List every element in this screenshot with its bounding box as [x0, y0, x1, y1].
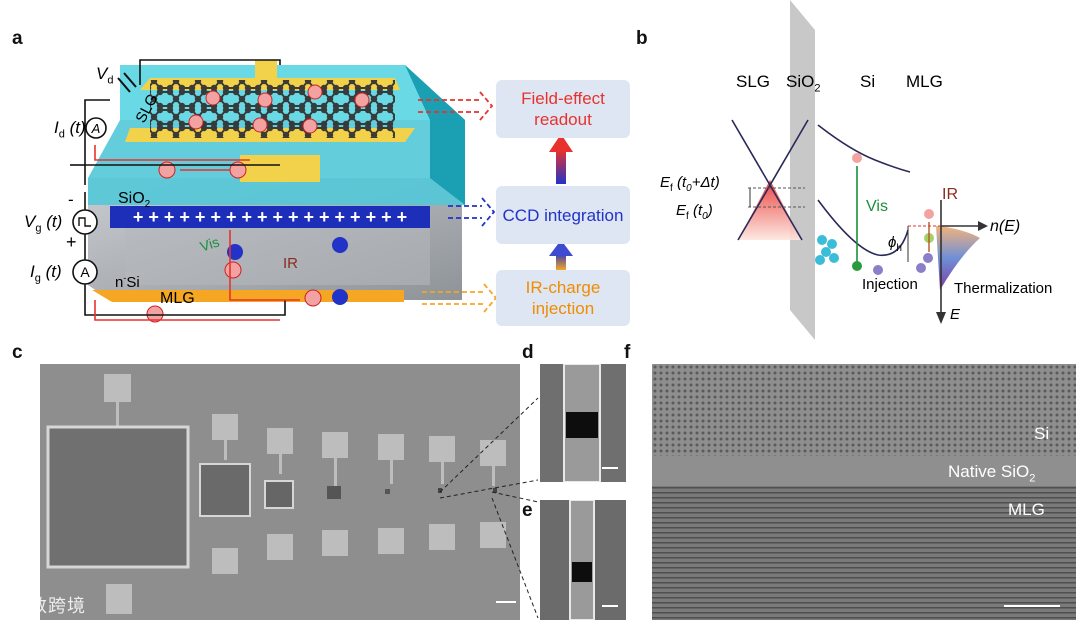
sem-image-zoom-e [540, 500, 626, 620]
tem-image [652, 364, 1076, 620]
panel-a-schematic: + + + + + + + + + + + + + + + + + + A A [70, 59, 573, 323]
label-sio2-a: SiO2 [118, 190, 151, 211]
label-vg: Vg (t) [24, 212, 63, 235]
label-injection: Injection [862, 276, 918, 293]
label-sio2-b: SiO2 [786, 72, 821, 95]
label-ef-shifted: Ef (t0+Δt) [660, 174, 720, 194]
label-ir-a: IR [283, 255, 298, 272]
label-vd: Vd [96, 64, 114, 87]
svg-text:+ + + + + + + + + + + + + + +: + + + + + + + + + + + + + + + + + + [133, 207, 407, 227]
thermalization-distribution [936, 226, 980, 290]
box-ir-charge-injection: IR-charge injection [496, 270, 630, 326]
label-slg-b: SLG [736, 72, 771, 91]
label-ig: Ig (t) [30, 262, 62, 285]
label-minus: - [68, 190, 74, 209]
dirac-cone-left [731, 119, 803, 241]
zoom-lines [439, 397, 539, 619]
label-nE: n(E) [990, 218, 1021, 235]
panel-b-band-diagram [731, 0, 988, 340]
label-si-f: Si [1034, 424, 1050, 443]
panel-letter-e: e [522, 500, 533, 521]
label-native-sio2: Native SiO2 [948, 462, 1036, 485]
mlg-bottom-layer [92, 290, 404, 302]
panel-letter-f: f [624, 342, 631, 363]
label-nsi: n-Si [115, 273, 140, 291]
label-mlg-a: MLG [160, 290, 195, 307]
box-ccd-integration: CCD integration [496, 186, 630, 244]
watermark: 大数跨境 [10, 596, 86, 617]
label-vis-b: Vis [866, 198, 888, 215]
panel-letter-a: a [12, 28, 23, 49]
sio2-barrier [790, 0, 815, 340]
label-mlg-b: MLG [906, 72, 943, 91]
svg-text:A: A [91, 121, 101, 136]
valence-band [817, 199, 909, 257]
label-id: Id (t) [54, 118, 86, 141]
box-field-effect-readout: Field-effect readout [496, 80, 630, 138]
graphene-lattice [150, 80, 395, 138]
label-ef-initial: Ef (t0) [676, 202, 713, 222]
panel-letter-b: b [636, 28, 648, 49]
sem-image-zoom-d [540, 364, 626, 482]
label-E-axis: E [950, 306, 961, 323]
label-plus: + [66, 232, 77, 252]
conduction-band [817, 124, 911, 173]
svg-text:A: A [80, 264, 90, 280]
label-ir-b: IR [942, 186, 958, 203]
positive-charge-row [110, 206, 430, 228]
label-phi: ϕh [888, 234, 902, 254]
dirac-cone-right [737, 119, 809, 241]
panel-letter-d: d [522, 342, 534, 363]
label-mlg-f: MLG [1008, 500, 1045, 519]
label-thermalization: Thermalization [954, 280, 1053, 297]
label-si-b: Si [860, 72, 876, 91]
panel-letter-c: c [12, 342, 23, 363]
